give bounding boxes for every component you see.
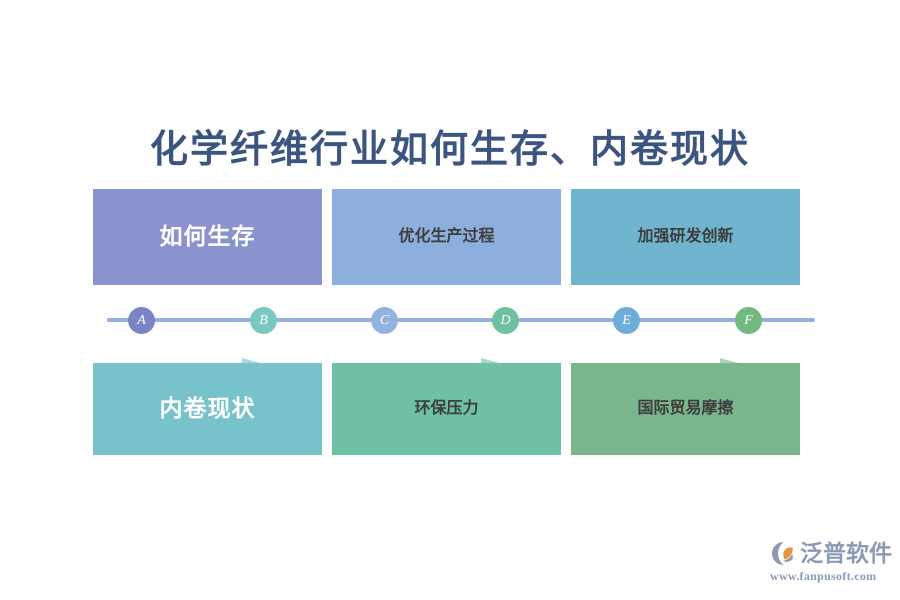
bottom-card-label: 国际贸易摩擦 — [637, 400, 734, 418]
bottom-card-trade-friction[interactable]: 国际贸易摩擦 — [571, 341, 800, 455]
timeline-node-label: C — [379, 312, 390, 328]
timeline-node-label: A — [137, 312, 146, 328]
card-tail-icon — [481, 341, 561, 363]
top-card-label: 优化生产过程 — [398, 228, 495, 246]
timeline-node-e[interactable]: E — [613, 307, 640, 334]
bottom-card-environmental-pressure[interactable]: 环保压力 — [332, 341, 561, 455]
card-tail-icon — [242, 341, 322, 363]
top-card-how-to-survive[interactable]: 如何生存 — [93, 189, 322, 302]
card-tail-icon — [571, 285, 651, 307]
timeline-node-a[interactable]: A — [128, 307, 155, 334]
timeline-node-d[interactable]: D — [492, 307, 519, 334]
watermark-logo: 泛普软件 www.fanpusoft.com — [770, 538, 892, 586]
top-card-strengthen-rnd[interactable]: 加强研发创新 — [571, 189, 800, 302]
page-title: 化学纤维行业如何生存、内卷现状 — [149, 129, 750, 171]
timeline-node-f[interactable]: F — [735, 307, 762, 334]
top-card-label: 如何生存 — [159, 224, 256, 250]
watermark-brand-text: 泛普软件 — [800, 540, 892, 566]
watermark-brand-row: 泛普软件 — [770, 538, 892, 568]
top-card-optimize-production[interactable]: 优化生产过程 — [332, 189, 561, 302]
bottom-card-label: 内卷现状 — [159, 396, 256, 422]
timeline-node-c[interactable]: C — [371, 307, 398, 334]
bottom-card-label: 环保压力 — [414, 400, 479, 418]
timeline-node-label: B — [259, 312, 268, 328]
fanpu-logo-icon — [770, 540, 797, 567]
watermark-url: www.fanpusoft.com — [770, 569, 877, 583]
timeline-node-label: E — [622, 312, 631, 328]
card-tail-icon — [720, 341, 800, 363]
top-card-label: 加强研发创新 — [637, 228, 734, 246]
card-tail-icon — [93, 285, 173, 307]
bottom-card-involution-status[interactable]: 内卷现状 — [93, 341, 322, 455]
timeline-node-label: D — [500, 312, 511, 328]
timeline-node-label: F — [744, 312, 753, 328]
timeline-axis — [107, 318, 815, 322]
timeline-node-b[interactable]: B — [250, 307, 277, 334]
card-tail-icon — [332, 285, 412, 307]
